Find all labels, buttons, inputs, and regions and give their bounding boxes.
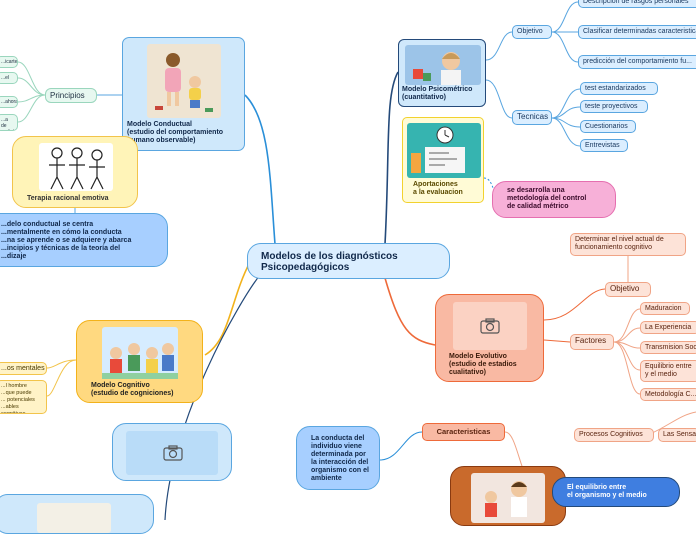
mindmap-connectors bbox=[17, 1, 696, 520]
node-interaccion-image[interactable] bbox=[450, 466, 566, 526]
node-modelo-psicometrico[interactable]: Modelo Psicométrico (cuantitativo) bbox=[398, 39, 486, 107]
node-bottom-left-partial[interactable] bbox=[0, 494, 154, 534]
principios-node[interactable]: Principios bbox=[45, 88, 97, 103]
family-illustration-icon bbox=[155, 53, 213, 112]
psicometrico-tecnicas[interactable]: Tecnicas bbox=[512, 110, 552, 125]
equilibrio-text: El equilibrio entre el organismo y el me… bbox=[567, 484, 647, 499]
nota-conductual-text: ...delo conductual se centra ...mentalme… bbox=[1, 221, 132, 260]
evolutivo-objetivo[interactable]: Objetivo bbox=[605, 282, 651, 297]
node-modelo-cognitivo[interactable]: Modelo Cognitivo (estudio de cogniciones… bbox=[76, 320, 203, 403]
node-nota-conductual[interactable]: ...delo conductual se centra ...mentalme… bbox=[0, 213, 168, 267]
interaccion-nota-text: La conducta del individuo viene determin… bbox=[311, 435, 369, 482]
factor-item-5[interactable]: Metodología C... bbox=[640, 388, 696, 401]
caracteristicas-node[interactable]: Caracteristicas bbox=[422, 423, 505, 441]
terapia-image bbox=[39, 143, 113, 191]
classroom-illustration-icon bbox=[102, 343, 178, 379]
camera-icon bbox=[480, 318, 500, 334]
evolutivo-objetivo-text[interactable]: Determinar el nivel actual de funcionami… bbox=[570, 233, 686, 256]
node-image-placeholder[interactable] bbox=[112, 423, 232, 481]
procesos-cognitivos[interactable]: Procesos Cognitivos bbox=[574, 428, 654, 442]
camera-icon bbox=[163, 445, 183, 461]
factor-item-3[interactable]: Transmision Soci... bbox=[640, 341, 696, 354]
terapia-title: Terapia racional emotiva bbox=[27, 195, 109, 202]
tecnica-item-1[interactable]: test estandarizados bbox=[580, 82, 658, 95]
teacher-child-icon bbox=[485, 481, 527, 517]
bottom-left-image bbox=[37, 503, 111, 533]
factor-item-2[interactable]: La Experiencia bbox=[640, 321, 696, 334]
clipboard-clock-icon bbox=[411, 126, 465, 173]
aportaciones-nota-text: se desarrolla una metodología del contro… bbox=[507, 187, 587, 210]
node-aportaciones[interactable]: Aportaciones a la evaluacion bbox=[402, 117, 484, 203]
conductual-image bbox=[147, 44, 221, 118]
psicometrico-title: Modelo Psicométrico (cuantitativo) bbox=[402, 86, 473, 101]
node-interaccion-nota[interactable]: La conducta del individuo viene determin… bbox=[296, 426, 380, 490]
principios-item-2[interactable]: ...el bbox=[0, 72, 18, 84]
cognitivo-item-1[interactable]: ...os mentales bbox=[0, 362, 47, 375]
psicometrico-objetivo[interactable]: Objetivo bbox=[512, 25, 552, 39]
evolutivo-factores[interactable]: Factores bbox=[570, 334, 614, 350]
central-topic-label: Modelos de los diagnósticos Psicopedagóg… bbox=[261, 251, 398, 273]
cognitivo-item-2[interactable]: ...l hombre ...que puede ... potenciales… bbox=[0, 380, 47, 414]
factor-item-4[interactable]: Equilibrio entre y el medio bbox=[640, 360, 696, 382]
node-modelo-evolutivo[interactable]: Modelo Evolutivo (estudio de estadios cu… bbox=[435, 294, 544, 382]
evolutivo-title: Modelo Evolutivo (estudio de estadios cu… bbox=[449, 353, 517, 376]
child-test-icon bbox=[413, 52, 461, 85]
factor-item-1[interactable]: Maduracion bbox=[640, 302, 690, 315]
psicometrico-objetivo-item-3[interactable]: predicción del comportamiento fu... bbox=[578, 55, 696, 69]
tecnica-item-4[interactable]: Entrevistas bbox=[580, 139, 628, 152]
conductual-title: Modelo Conductual (estudio del comportam… bbox=[127, 121, 224, 144]
psicometrico-objetivo-item-2[interactable]: Clasificar determinadas caracteristicas bbox=[578, 25, 696, 39]
cognitivo-image bbox=[102, 327, 178, 379]
psicometrico-image bbox=[405, 45, 481, 85]
tecnica-item-3[interactable]: Cuestionarios bbox=[580, 120, 636, 133]
principios-item-4[interactable]: ...a de ...ctista bbox=[0, 114, 18, 131]
central-topic[interactable]: Modelos de los diagnósticos Psicopedagóg… bbox=[247, 243, 450, 279]
psicometrico-objetivo-item-1[interactable]: Descripción de rasgos personales bbox=[578, 0, 696, 8]
node-aportaciones-nota[interactable]: se desarrolla una metodología del contro… bbox=[492, 181, 616, 218]
tecnica-item-2[interactable]: teste proyectivos bbox=[580, 100, 648, 113]
node-modelo-conductual[interactable]: Modelo Conductual (estudio del comportam… bbox=[122, 37, 245, 151]
node-terapia-racional[interactable]: Terapia racional emotiva bbox=[12, 136, 138, 208]
people-sketch-icon bbox=[49, 147, 105, 190]
node-equilibrio[interactable]: El equilibrio entre el organismo y el me… bbox=[552, 477, 680, 507]
principios-item-1[interactable]: ...icarte bbox=[0, 56, 18, 68]
cognitivo-title: Modelo Cognitivo (estudio de cogniciones… bbox=[91, 382, 174, 397]
principios-item-3[interactable]: ...ahora bbox=[0, 96, 18, 108]
sensaciones-item[interactable]: Las Sensa... bbox=[658, 428, 696, 442]
aportaciones-image bbox=[407, 123, 481, 178]
interaccion-image bbox=[471, 473, 545, 523]
aportaciones-title: Aportaciones a la evaluacion bbox=[413, 181, 463, 196]
